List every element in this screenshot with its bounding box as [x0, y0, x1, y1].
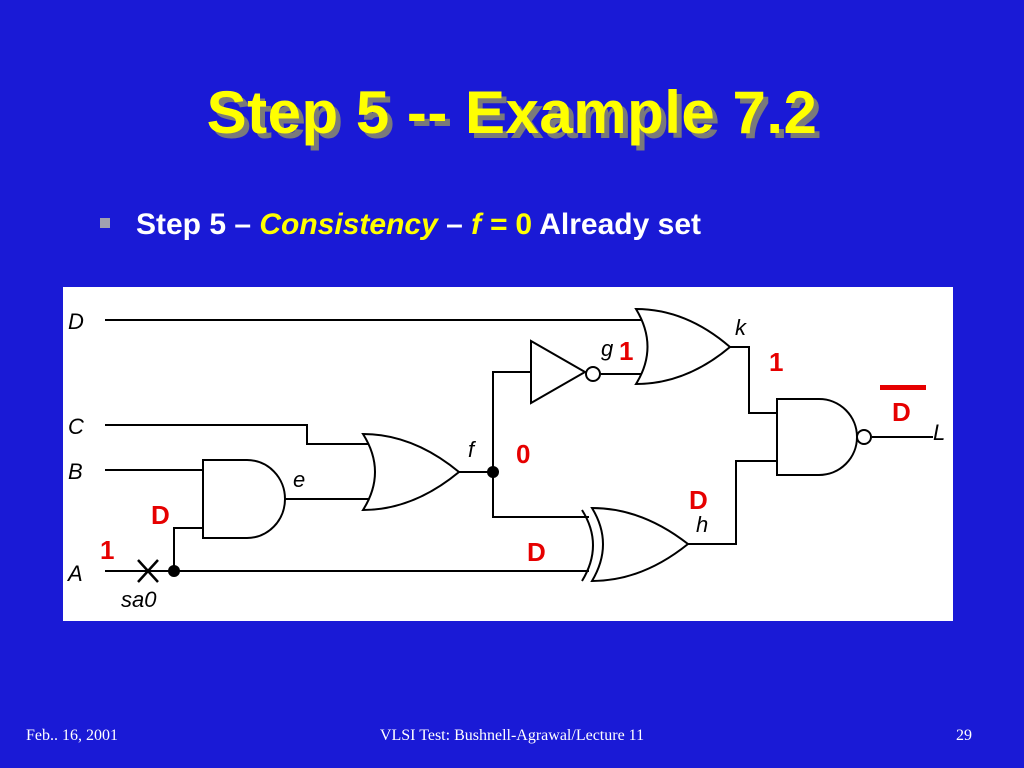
or-gate-f	[361, 432, 461, 512]
bullet-value: 0	[507, 208, 533, 241]
junction-A	[168, 565, 180, 577]
label-A: A	[66, 561, 83, 586]
nand-bubble-icon	[856, 429, 872, 445]
and-gate-e	[202, 459, 286, 539]
not-gate-g	[530, 339, 588, 405]
wire-f-up	[492, 371, 531, 472]
value-g: 1	[619, 336, 633, 366]
wire-A-branch	[173, 527, 203, 571]
bullet-keyword: Consistency	[259, 208, 438, 241]
bullet-variable: f =	[471, 208, 507, 241]
value-A-fault-effect: D	[151, 500, 170, 530]
or-gate-k	[634, 307, 732, 386]
nand-gate-L	[776, 398, 858, 476]
label-B: B	[68, 459, 83, 484]
label-g: g	[601, 336, 614, 361]
label-h: h	[696, 512, 708, 537]
bullet-step5: Step 5 – Consistency – f = 0 Already set	[100, 208, 701, 242]
bullet-prefix: Step 5 –	[136, 208, 260, 241]
footer-page-number: 29	[956, 727, 972, 744]
xor-back-curve	[581, 509, 594, 582]
wires	[105, 319, 933, 572]
wire-h	[688, 460, 777, 545]
label-fault-sa0: sa0	[121, 587, 157, 612]
label-e: e	[293, 467, 305, 492]
value-k: 1	[769, 347, 783, 377]
value-xor-input: D	[527, 537, 546, 567]
bullet-dash: –	[437, 208, 472, 241]
value-L: D	[892, 397, 911, 427]
value-A-input: 1	[100, 535, 114, 565]
footer-course: VLSI Test: Bushnell-Agrawal/Lecture 11	[379, 727, 645, 744]
wire-f-down	[492, 472, 589, 518]
circuit-figure: D C B A e f g k h L sa0 1 D 0 1 1 D D D	[63, 287, 953, 621]
wire-C	[105, 424, 370, 445]
bullet-suffix: Already set	[532, 208, 702, 241]
label-f: f	[468, 437, 477, 462]
circuit-diagram: D C B A e f g k h L sa0 1 D 0 1 1 D D D	[66, 307, 945, 612]
label-k: k	[735, 315, 747, 340]
label-L: L	[933, 420, 945, 445]
not-bubble-icon	[585, 366, 601, 382]
junction-f	[487, 466, 499, 478]
wire-k	[730, 346, 777, 414]
footer-date: Feb.. 16, 2001	[26, 727, 118, 744]
xor-gate-h	[590, 506, 690, 583]
value-h: D	[689, 485, 708, 515]
value-f: 0	[516, 439, 530, 469]
label-C: C	[68, 414, 84, 439]
label-D: D	[68, 309, 84, 334]
slide-title: Step 5 -- Example 7.2	[206, 79, 818, 146]
fault-x-icon	[137, 559, 159, 583]
value-L-overbar	[880, 385, 926, 390]
bullet-square-icon	[100, 218, 110, 229]
